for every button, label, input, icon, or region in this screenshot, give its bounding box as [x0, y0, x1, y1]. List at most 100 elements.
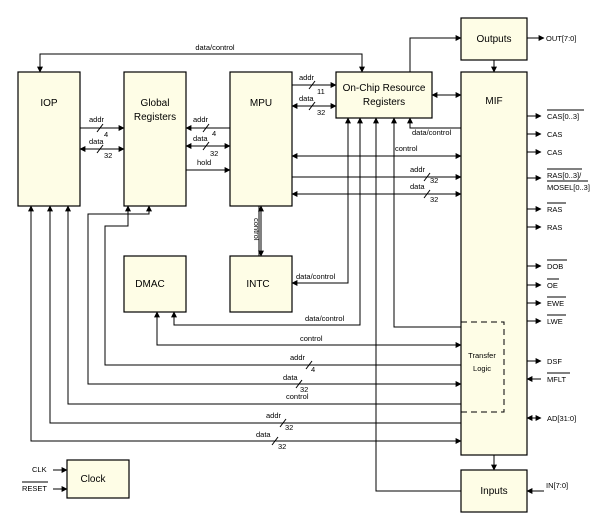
pin-cas-2: CAS: [527, 148, 562, 157]
clock-block: Clock: [66, 459, 130, 499]
pin-cas-bar: CAS[0..3]: [527, 109, 584, 121]
reset-pin: RESET: [22, 481, 68, 493]
mpu-oc-data-width: 32: [317, 108, 325, 117]
oc-mif-data-control-label: data/control: [412, 128, 452, 137]
mpu-oc-addr-bus: addr 11: [292, 73, 337, 96]
pin-cas-1-label: CAS: [547, 130, 562, 139]
dmac-control-label: control: [300, 334, 323, 343]
gr-mpu-hold-label: hold: [197, 158, 211, 167]
mpu-oc-addr-width: 11: [317, 87, 325, 96]
in-pin: IN[7:0]: [526, 481, 568, 494]
pin-ras-mosel-label-line1: RAS[0..3]/: [547, 171, 582, 180]
gr-mpu-data-bus: data 32: [185, 134, 231, 158]
pin-dsf-label: DSF: [547, 357, 562, 366]
gr-mpu-addr-width: 4: [212, 129, 216, 138]
mpu-intc-control-label: control: [252, 218, 261, 241]
global-registers-label-line2: Registers: [134, 112, 176, 123]
mpu-intc-control: control: [252, 205, 264, 257]
iop-data: data 32: [28, 205, 462, 451]
mpu-mif-data-width: 32: [430, 195, 438, 204]
iop-block: IOP: [17, 71, 81, 207]
iop-gr-data-label: data: [89, 137, 104, 146]
top-data-control-label: data/control: [195, 43, 235, 52]
iop-gr-addr-width: 4: [104, 130, 108, 139]
pin-ad: AD[31:0]: [526, 414, 576, 423]
pin-dob: DOB: [527, 259, 567, 271]
on-chip-resource-block: On-Chip Resource Registers: [335, 71, 433, 119]
gr-mpu-data-label: data: [193, 134, 208, 143]
pin-ras-2: RAS: [527, 223, 562, 232]
inputs-label: Inputs: [480, 486, 507, 497]
mpu-block: MPU: [229, 71, 293, 207]
pin-cas-bar-label: CAS[0..3]: [547, 112, 579, 121]
clk-pin-label: CLK: [32, 465, 47, 474]
pin-ras-1-label: RAS: [547, 205, 562, 214]
pin-cas-2-label: CAS: [547, 148, 562, 157]
top-data-control-bus: data/control: [37, 43, 365, 73]
pin-ras-mosel: RAS[0..3]/ MOSEL[0..3]: [527, 168, 590, 192]
iop-control-label: control: [286, 392, 309, 401]
outputs-block: Outputs: [460, 17, 528, 61]
pin-lwe-label: LWE: [547, 317, 563, 326]
dmac-label: DMAC: [135, 279, 164, 290]
mif-oc-data-control: data/control: [407, 117, 461, 137]
mif-block: MIF: [460, 71, 528, 456]
iop-addr-label: addr: [266, 411, 282, 420]
iop-label: IOP: [40, 98, 58, 109]
gr-data-label: data: [283, 373, 298, 382]
mpu-mif-addr-width: 32: [430, 176, 438, 185]
gr-mpu-hold-line: hold: [186, 158, 231, 173]
reset-pin-label: RESET: [22, 484, 47, 493]
iop-addr-width: 32: [285, 423, 293, 432]
pin-cas-1: CAS: [527, 130, 562, 139]
pin-ewe: EWE: [527, 296, 566, 308]
inputs-oc-line: [373, 117, 461, 492]
transfer-logic-region: Transfer Logic: [461, 321, 505, 413]
mpu-label: MPU: [250, 98, 272, 109]
gr-mpu-data-width: 32: [210, 149, 218, 158]
pin-ad-label: AD[31:0]: [547, 414, 576, 423]
pin-ewe-label: EWE: [547, 299, 564, 308]
iop-gr-addr-bus: addr 4: [80, 115, 125, 139]
out-pin-label: OUT[7:0]: [546, 34, 576, 43]
gr-addr-label: addr: [290, 353, 306, 362]
transfer-logic-label-line2: Logic: [473, 364, 491, 373]
pin-mflt-label: MFLT: [547, 375, 566, 384]
outputs-label: Outputs: [476, 34, 511, 45]
on-chip-label-line2: Registers: [363, 97, 405, 108]
inputs-block: Inputs: [460, 469, 528, 513]
out-pin: OUT[7:0]: [527, 34, 576, 43]
gr-addr-width: 4: [311, 365, 315, 374]
pin-dob-label: DOB: [547, 262, 563, 271]
intc-label: INTC: [246, 279, 269, 290]
pin-ras-2-label: RAS: [547, 223, 562, 232]
intc-data-control: data/control: [291, 117, 351, 286]
iop-gr-addr-label: addr: [89, 115, 105, 124]
mpu-oc-data-bus: data 32: [291, 94, 337, 117]
dmac-block: DMAC: [123, 255, 187, 313]
pin-dsf: DSF: [527, 357, 562, 366]
iop-data-width: 32: [278, 442, 286, 451]
dmac-data-control-label: data/control: [305, 314, 345, 323]
transfer-logic-label-line1: Transfer: [468, 351, 496, 360]
pin-mflt: MFLT: [526, 372, 570, 384]
pin-ras-1: RAS: [527, 202, 566, 214]
intc-block: INTC: [229, 255, 293, 313]
pin-oe-label: OE: [547, 281, 558, 290]
iop-gr-data-width: 32: [104, 151, 112, 160]
pin-ras-mosel-label-line2: MOSEL[0..3]: [547, 183, 590, 192]
iop-gr-data-bus: data 32: [79, 137, 125, 160]
oc-outputs-line: [409, 35, 462, 72]
intc-data-control-label: data/control: [296, 272, 336, 281]
mif-label: MIF: [485, 96, 502, 107]
iop-data-label: data: [256, 430, 271, 439]
in-pin-label: IN[7:0]: [546, 481, 568, 490]
mpu-oc-data-label: data: [299, 94, 314, 103]
gr-mpu-addr-label: addr: [193, 115, 209, 124]
clock-label: Clock: [80, 474, 106, 485]
mpu-mif-data-label: data: [410, 182, 425, 191]
mpu-oc-addr-label: addr: [299, 73, 315, 82]
pin-lwe: LWE: [527, 314, 566, 326]
mpu-mif-control-label: control: [395, 144, 418, 153]
mpu-mif-addr-label: addr: [410, 165, 426, 174]
